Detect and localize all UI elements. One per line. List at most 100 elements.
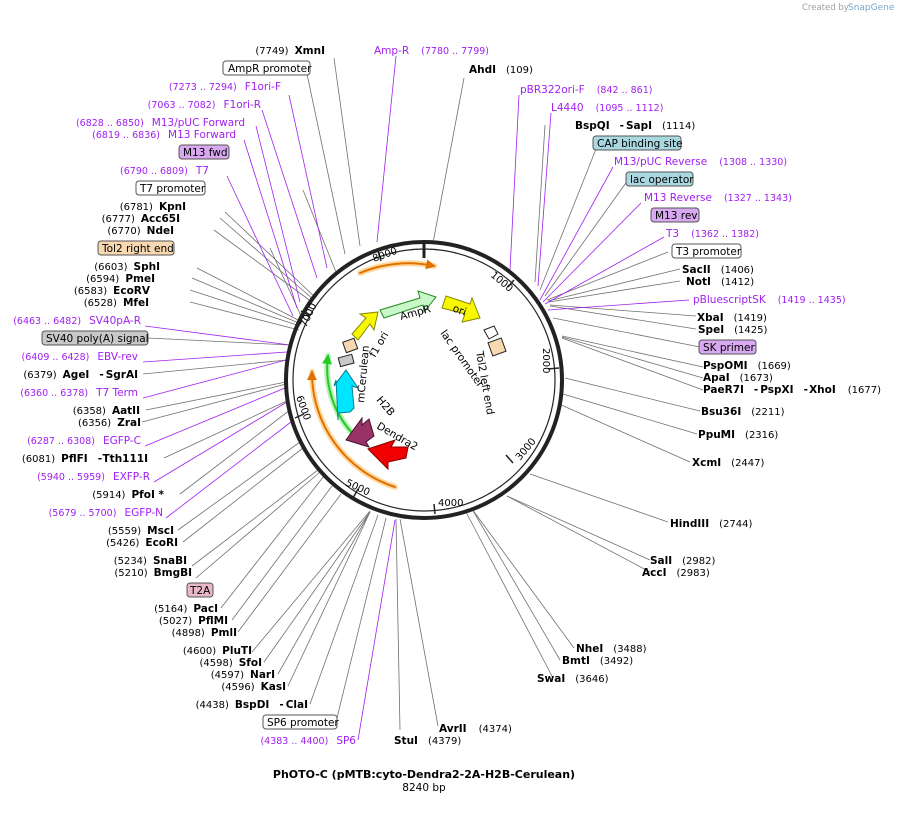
ampr-feature <box>379 290 437 319</box>
label-acc65i: (6777)Acc65I <box>102 213 180 225</box>
ruler-label-4000: 4000 <box>438 498 463 509</box>
tol2-right-end-box <box>97 240 175 256</box>
label-sv40pa-r: (6463 .. 6482)SV40pA-R <box>13 315 141 327</box>
label-sk-primer: SK primer <box>703 342 755 354</box>
h2b-feature <box>345 416 375 448</box>
label-t3-promoter: T3 promoter <box>675 246 742 258</box>
label-l4440: L4440(1095 .. 1112) <box>551 102 663 114</box>
label-mfei: (6528)MfeI <box>84 297 149 309</box>
lac-promoter-feature <box>483 325 499 340</box>
f1-ori-feature <box>351 311 379 341</box>
lac-operator-box <box>625 171 694 187</box>
label-ebv-rev: (6409 .. 6428)EBV-rev <box>22 351 139 363</box>
label-sphi: (6603)SphI <box>94 261 160 273</box>
label-t7-term: (6360 .. 6378)T7 Term <box>20 387 138 399</box>
label-lac-operator: lac operator <box>630 174 694 186</box>
plasmid-size: 8240 bp <box>402 782 446 794</box>
label-bspdi: (4438)BspDI-ClaI <box>196 699 308 711</box>
sv40-signal-box <box>41 330 149 346</box>
label-f1ori-f: (7273 .. 7294)F1ori-F <box>169 81 281 93</box>
label-ampr-promoter: AmpR promoter <box>228 63 312 75</box>
label-sacii: SacII(1406) <box>682 264 754 276</box>
label-bsu36i: Bsu36I(2211) <box>701 406 785 418</box>
label-m13-rev: M13 rev <box>655 210 698 222</box>
label-ndei: (6770)NdeI <box>107 225 174 237</box>
label-m13-reverse: M13 Reverse(1327 .. 1343) <box>644 192 792 204</box>
label-cap-binding-site: CAP binding site <box>597 138 683 150</box>
tol2-right-end-feature <box>342 337 359 354</box>
label-pfoi: (5914)PfoI * <box>92 489 164 501</box>
plasmid-title: PhOTO-C (pMTB:cyto-Dendra2-2A-H2B-Cerule… <box>273 768 575 781</box>
label-spei: SpeI(1425) <box>698 324 767 336</box>
label-exfp-r: (5940 .. 5959)EXFP-R <box>37 471 150 483</box>
ruler-labels: 1000 2000 3000 4000 5000 6000 7000 8000 <box>293 246 551 509</box>
ruler-ticks <box>294 250 560 515</box>
label-apai: ApaI(1673) <box>703 372 773 384</box>
label-agei: (6379)AgeI-SgrAI <box>23 369 138 381</box>
label-swai: SwaI(3646) <box>537 673 609 685</box>
label-snabi: (5234)SnaBI <box>114 555 187 567</box>
label-amp-r: Amp-R(7780 .. 7799) <box>374 45 489 57</box>
label-acci: AccI(2983) <box>642 567 710 579</box>
label-m13-fwd: M13 fwd <box>183 147 228 159</box>
label-zrai: (6356)ZraI <box>78 417 141 429</box>
label-xcmi: XcmI(2447) <box>692 457 765 469</box>
label-ahdi: AhdI(109) <box>469 64 533 76</box>
label-hindiii: HindIII(2744) <box>670 518 752 530</box>
feature-label-h2b: H2B <box>374 394 397 418</box>
label-bmgbi: (5210)BmgBI <box>114 567 192 579</box>
backbone-circle <box>284 240 564 520</box>
t2a-box <box>186 582 214 598</box>
label-pmei: (6594)PmeI <box>86 273 155 285</box>
label-nhei: NheI(3488) <box>576 643 647 655</box>
label-ecori: (5426)EcoRI <box>106 537 178 549</box>
label-bmti: BmtI(3492) <box>562 655 633 667</box>
m13-fwd-box <box>178 144 230 160</box>
feature-labels: AmpR ori lac promoter Tol2 left end Dend… <box>355 303 496 454</box>
right-labels: Amp-R(7780 .. 7799) AhdI(109) pBR322ori-… <box>374 45 881 747</box>
label-t2a: T2A <box>189 585 211 597</box>
label-m13puc-forward: (6828 .. 6850)M13/pUC Forward <box>76 117 245 129</box>
label-sp6: (4383 .. 4400)SP6 <box>260 735 356 747</box>
tol2-left-end-feature <box>487 337 507 357</box>
label-msci: (5559)MscI <box>108 525 174 537</box>
feature-label-f1-ori: f1 ori <box>367 330 391 360</box>
label-pmli: (4898)PmlI <box>172 627 237 639</box>
ampr-promoter-box <box>222 60 311 76</box>
ruler-label-2000: 2000 <box>540 348 551 373</box>
label-ecorv: (6583)EcoRV <box>74 285 151 297</box>
label-t3: T3(1362 .. 1382) <box>665 228 759 240</box>
orf-arrows <box>306 259 437 490</box>
label-sv40-signal: SV40 poly(A) signal <box>46 333 149 345</box>
label-f1ori-r: (7063 .. 7082)F1ori-R <box>148 99 261 111</box>
label-m13-forward: (6819 .. 6836)M13 Forward <box>92 129 236 141</box>
label-sfoi: (4598)SfoI <box>199 657 262 669</box>
feature-label-ori: ori <box>451 303 468 319</box>
credit-prefix: Created by <box>802 3 849 13</box>
credit-brand: SnapGene <box>848 3 895 13</box>
label-pbr322ori-f: pBR322ori-F(842 .. 861) <box>520 84 652 96</box>
label-xmni: (7749)XmnI <box>255 45 325 57</box>
label-pluti: (4600)PluTI <box>183 645 252 657</box>
label-m13puc-reverse: M13/pUC Reverse(1308 .. 1330) <box>614 156 787 168</box>
label-egfp-c: (6287 .. 6308)EGFP-C <box>27 435 141 447</box>
label-egfp-n: (5679 .. 5700)EGFP-N <box>49 507 163 519</box>
t3-promoter-box <box>671 243 742 259</box>
label-pflmi: (5027)PflMI <box>159 615 228 627</box>
cap-binding-site-box <box>592 135 682 151</box>
m13-rev-box <box>650 207 700 223</box>
ori-feature <box>441 295 481 323</box>
label-tol2-right-end: Tol2 right end <box>101 243 174 255</box>
label-stui: StuI(4379) <box>394 735 461 747</box>
label-pbluescriptsk: pBluescriptSK(1419 .. 1435) <box>693 294 846 306</box>
leader-lines <box>141 57 704 731</box>
feature-arrows <box>333 290 507 471</box>
label-xbai: XbaI(1419) <box>697 312 767 324</box>
label-noti: NotI(1412) <box>686 276 754 288</box>
primer-lines <box>142 55 690 741</box>
left-labels: (7749)XmnI AmpR promoter (7273 .. 7294)F… <box>13 45 356 747</box>
label-avrii: AvrII(4374) <box>439 723 512 735</box>
sv40-feature <box>337 353 355 368</box>
label-kasi: (4596)KasI <box>221 681 286 693</box>
